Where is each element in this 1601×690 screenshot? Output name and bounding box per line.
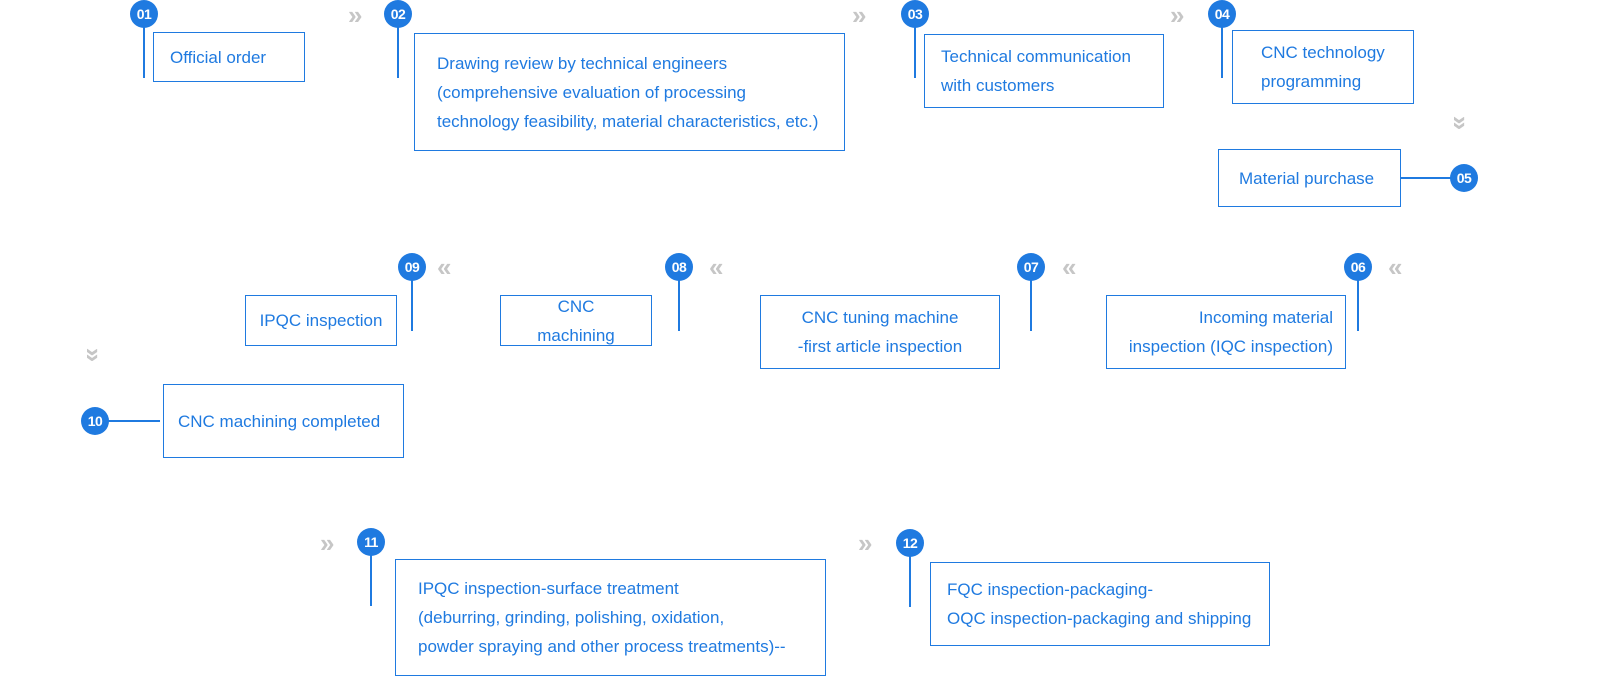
step-box-05: Material purchase [1218, 149, 1401, 207]
step-badge-02: 02 [384, 0, 412, 28]
step-connector-01 [143, 26, 145, 78]
step-text-12: FQC inspection-packaging- OQC inspection… [947, 580, 1252, 628]
arrow-left-icon: « [437, 252, 452, 282]
step-text-04: CNC technology programming [1261, 43, 1385, 91]
step-box-11: IPQC inspection-surface treatment (debur… [395, 559, 826, 676]
arrow-down-icon: » [1446, 115, 1477, 131]
arrow-right-icon: » [858, 528, 873, 558]
step-badge-08: 08 [665, 253, 693, 281]
step-text-06: Incoming material inspection (IQC inspec… [1128, 308, 1333, 356]
step-box-12: FQC inspection-packaging- OQC inspection… [930, 562, 1270, 646]
arrow-left-icon: « [1388, 252, 1403, 282]
arrow-right-icon: » [348, 0, 363, 30]
step-text-05: Material purchase [1239, 168, 1375, 188]
step-badge-01: 01 [130, 0, 158, 28]
step-connector-02 [397, 26, 399, 78]
step-badge-11: 11 [357, 528, 385, 556]
step-connector-09 [411, 279, 413, 331]
step-box-07: CNC tuning machine -first article inspec… [760, 295, 1000, 369]
step-badge-12: 12 [896, 529, 924, 557]
step-connector-03 [914, 26, 916, 78]
step-connector-06 [1357, 279, 1359, 331]
step-box-01: Official order [153, 32, 305, 82]
step-box-04: CNC technology programming [1232, 30, 1414, 104]
arrow-down-icon: » [79, 347, 110, 363]
arrow-right-icon: » [1170, 0, 1185, 30]
arrow-right-icon: » [320, 528, 335, 558]
step-connector-10 [108, 420, 160, 422]
step-connector-11 [370, 554, 372, 606]
step-box-08: CNC machining [500, 295, 652, 346]
step-badge-09: 09 [398, 253, 426, 281]
step-text-11: IPQC inspection-surface treatment (debur… [418, 579, 786, 656]
step-connector-12 [909, 555, 911, 607]
step-text-07: CNC tuning machine -first article inspec… [797, 308, 963, 356]
step-box-02: Drawing review by technical engineers (c… [414, 33, 845, 151]
step-box-10: CNC machining completed [163, 384, 404, 458]
step-text-09: IPQC inspection [259, 311, 383, 330]
step-box-09: IPQC inspection [245, 295, 397, 346]
arrow-left-icon: « [1062, 252, 1077, 282]
step-connector-08 [678, 279, 680, 331]
step-connector-05 [1401, 177, 1453, 179]
arrow-right-icon: » [852, 0, 867, 30]
step-badge-07: 07 [1017, 253, 1045, 281]
step-connector-04 [1221, 26, 1223, 78]
step-connector-07 [1030, 279, 1032, 331]
step-badge-10: 10 [81, 407, 109, 435]
step-badge-06: 06 [1344, 253, 1372, 281]
step-text-10: CNC machining completed [178, 411, 381, 431]
arrow-left-icon: « [709, 252, 724, 282]
step-box-03: Technical communication with customers [924, 34, 1164, 108]
step-badge-03: 03 [901, 0, 929, 28]
step-text-02: Drawing review by technical engineers (c… [437, 53, 819, 131]
step-badge-05: 05 [1450, 164, 1478, 192]
step-badge-04: 04 [1208, 0, 1236, 28]
step-box-06: Incoming material inspection (IQC inspec… [1106, 295, 1346, 369]
step-text-03: Technical communication with customers [941, 47, 1131, 95]
step-text-01: Official order [170, 47, 267, 67]
step-text-08: CNC machining [537, 296, 615, 345]
